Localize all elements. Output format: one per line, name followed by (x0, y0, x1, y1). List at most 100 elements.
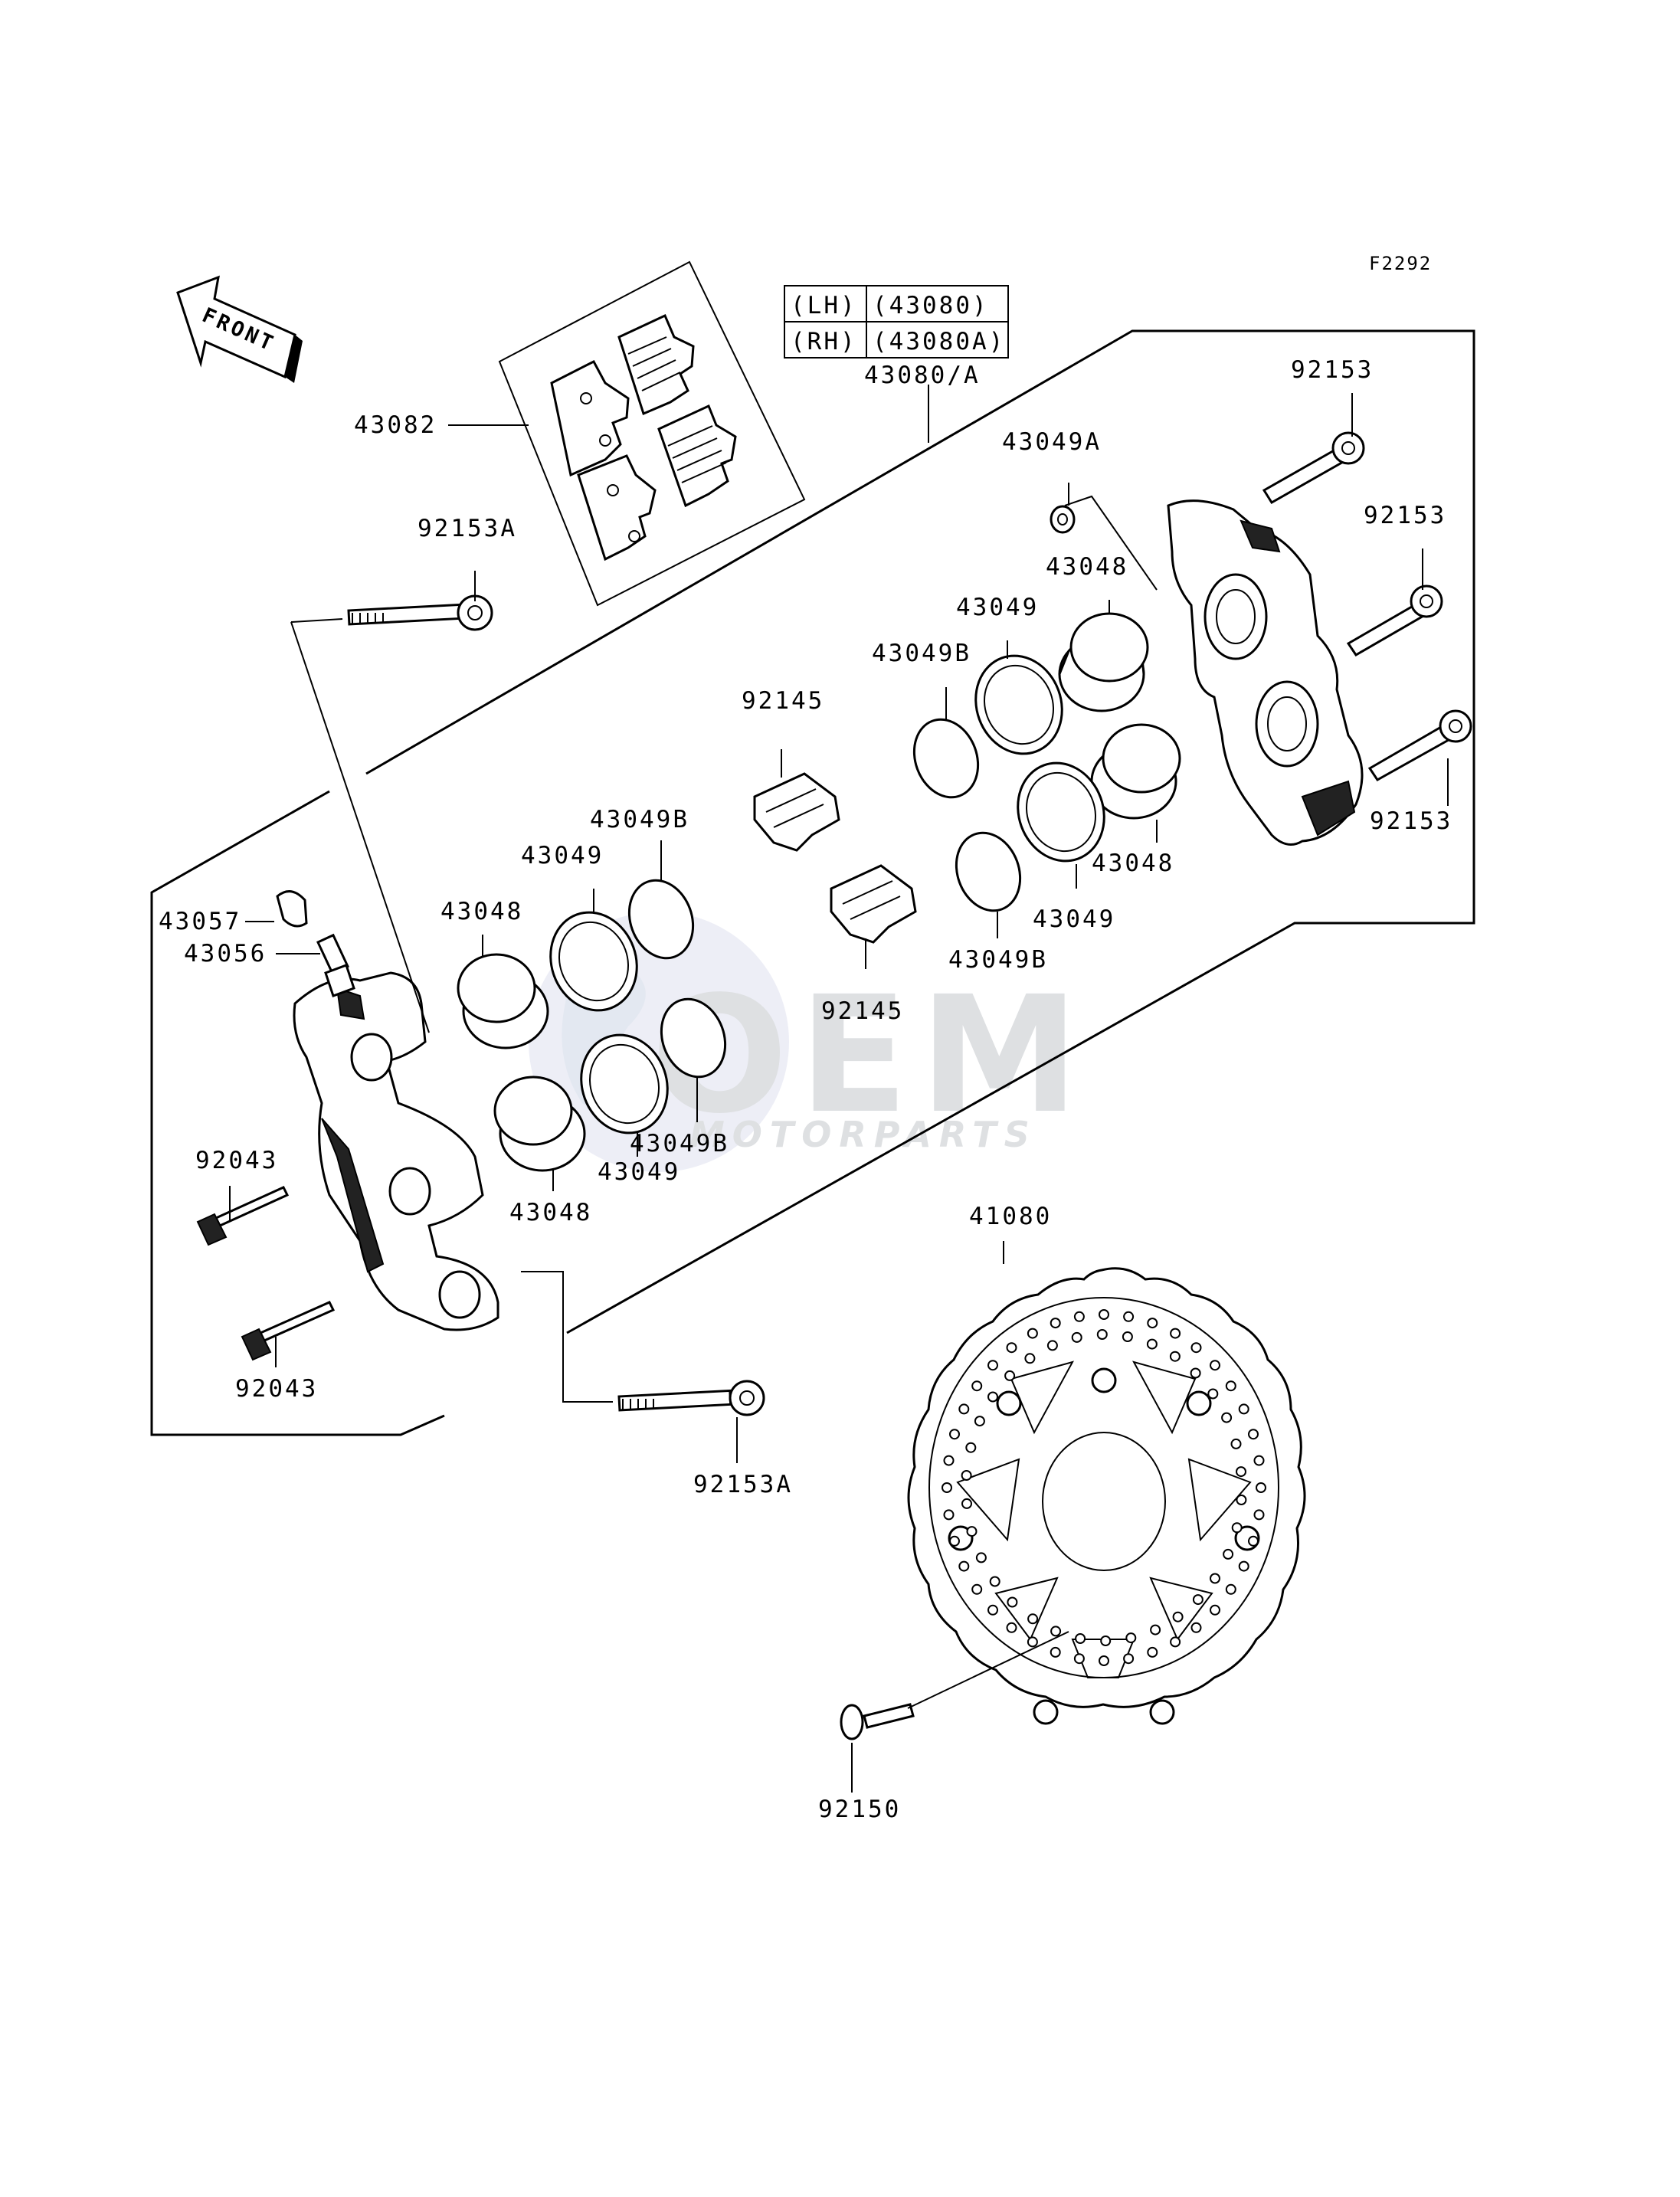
disc-vent-hole (1248, 1429, 1259, 1440)
piston-43048-left-1 (457, 953, 549, 1049)
disc-vent-hole (1027, 1613, 1039, 1625)
bolt-92153a-lower (617, 1380, 765, 1416)
disc-vent-hole (949, 1429, 960, 1440)
caliper-group-outline (365, 329, 1475, 1334)
disc-vent-hole (989, 1576, 1000, 1587)
disc-vent-hole (987, 1391, 998, 1403)
label-seal-l2: 43049 (598, 1158, 680, 1186)
disc-vent-hole (1147, 1318, 1158, 1329)
pad-spring-92145-lower (830, 864, 917, 944)
disc-vent-hole (1207, 1388, 1219, 1400)
variant-table: (LH) (43080) (RH) (43080A) (784, 285, 1009, 359)
disc-vent-hole (975, 1552, 987, 1563)
pad-set-box (498, 260, 806, 607)
bolt-92153-1 (1262, 431, 1365, 505)
disc-vent-hole (1170, 1328, 1181, 1339)
dust-seal-43049b-right-2 (955, 831, 1022, 912)
disc-vent-hole (1225, 1583, 1236, 1595)
disc-vent-hole (1147, 1646, 1158, 1658)
seal-43049-right-1 (974, 654, 1063, 755)
disc-vent-hole (1253, 1509, 1265, 1521)
disc-vent-hole (1099, 1655, 1109, 1666)
label-dust-r1: 43049B (872, 640, 971, 667)
label-seal-r2: 43049 (1033, 905, 1115, 933)
disc-vent-hole (1050, 1646, 1061, 1658)
disc-bolt-92150 (840, 1703, 915, 1740)
disc-vent-hole (1190, 1367, 1201, 1379)
label-spring-upper: 92145 (742, 687, 824, 715)
diagram-code: F2292 (1369, 253, 1432, 274)
disc-vent-hole (1073, 1653, 1085, 1665)
bolt-92153-2 (1346, 584, 1443, 657)
disc-vent-hole (1125, 1632, 1137, 1644)
label-pin-upper: 92043 (195, 1147, 278, 1174)
disc-vent-hole (1050, 1626, 1062, 1637)
bolt-92153a-upper (347, 594, 493, 631)
disc-vent-hole (1075, 1633, 1086, 1644)
label-dust-l2: 43049B (630, 1130, 729, 1157)
dust-seal-43049b-left-2 (660, 997, 727, 1079)
pin-92043-upper (196, 1186, 290, 1246)
disc-vent-hole (965, 1442, 977, 1453)
disc-vent-hole (958, 1403, 970, 1415)
disc-vent-hole (1221, 1412, 1233, 1423)
disc-vent-hole (1050, 1318, 1061, 1329)
brake-pad-1 (550, 359, 630, 477)
label-caliper-assy: 43080/A (864, 362, 981, 389)
variant-part-rh: (43080A) (873, 328, 1005, 355)
label-pin-lower: 92043 (235, 1375, 318, 1403)
spacer-43049a (1050, 505, 1076, 534)
brake-disc-41080 (907, 1267, 1306, 1725)
disc-vent-hole (1238, 1560, 1249, 1572)
disc-vent-hole (943, 1455, 955, 1466)
leader-lines (229, 393, 1449, 1793)
disc-vent-hole (961, 1498, 972, 1509)
label-bolt-3: 92153 (1370, 807, 1452, 835)
brake-pad-4 (657, 404, 737, 508)
disc-vent-hole (966, 1526, 978, 1537)
disc-vent-hole (1210, 1360, 1220, 1371)
label-bolt-1: 92153 (1291, 356, 1374, 384)
watermark-sub: MOTORPARTS (689, 1114, 1037, 1155)
cap-43057 (276, 890, 308, 928)
brake-pad-2 (577, 454, 657, 562)
label-disc-bolt: 92150 (818, 1796, 901, 1823)
front-arrow-icon: FRONT (176, 275, 303, 383)
piston-43048-left-2 (493, 1076, 586, 1172)
part-labels: 43080/A 43082 92153A 92153 43049A 92153 … (159, 356, 1452, 1823)
disc-vent-hole (1256, 1482, 1266, 1493)
label-spring-lower: 92145 (821, 997, 904, 1025)
disc-vent-hole (1192, 1594, 1204, 1606)
disc-vent-hole (987, 1604, 998, 1616)
disc-vent-hole (1096, 1329, 1108, 1340)
label-pad-set: 43082 (354, 411, 437, 439)
disc-vent-hole (987, 1360, 998, 1371)
variant-side-rh: (RH) (791, 328, 857, 355)
disc-vent-hole (1190, 1622, 1202, 1633)
label-disc: 41080 (969, 1203, 1052, 1230)
disc-vent-hole (1046, 1340, 1058, 1351)
label-bolt-2: 92153 (1364, 502, 1446, 529)
dust-seal-43049b-left-1 (627, 879, 695, 960)
variant-part-lh: (43080) (873, 292, 989, 319)
label-dust-l1: 43049B (590, 806, 689, 833)
disc-vent-hole (974, 1416, 985, 1427)
disc-vent-holes (942, 1309, 1266, 1666)
disc-vent-hole (942, 1482, 952, 1493)
disc-vent-hole (1253, 1455, 1265, 1466)
disc-vent-hole (1231, 1522, 1243, 1534)
disc-vent-hole (1024, 1353, 1036, 1364)
label-bleeder: 43056 (184, 940, 267, 968)
disc-vent-hole (1100, 1635, 1112, 1646)
variant-side-lh: (LH) (791, 292, 857, 319)
left-caliper-half (293, 971, 499, 1331)
caliper-left-outline (150, 790, 445, 1436)
disc-vent-hole (1223, 1548, 1234, 1560)
disc-vent-hole (1123, 1311, 1135, 1322)
disc-vent-hole (1230, 1438, 1242, 1449)
disc-vent-hole (1238, 1403, 1249, 1415)
disc-vent-hole (971, 1583, 983, 1595)
label-dust-r2: 43049B (948, 946, 1048, 974)
disc-vent-hole (949, 1535, 960, 1547)
